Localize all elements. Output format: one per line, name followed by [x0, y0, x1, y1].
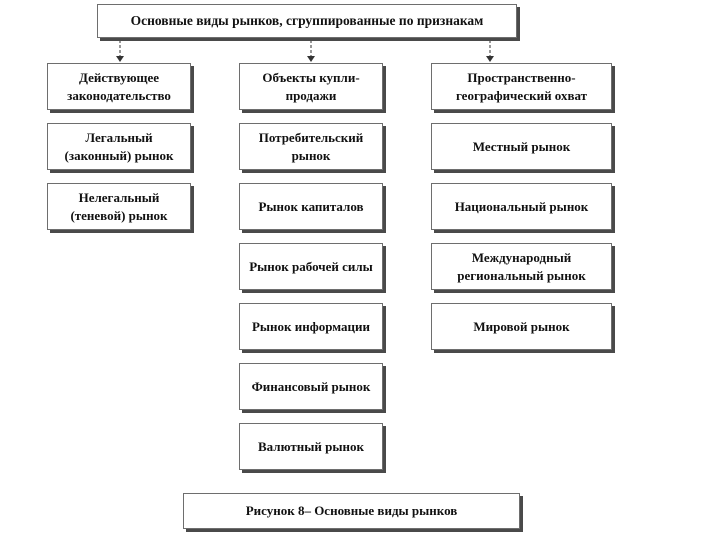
market-box-national: Национальный рынок: [431, 183, 612, 230]
column-header-legislation: Действующее законодательство: [47, 63, 191, 110]
market-box-information: Рынок информации: [239, 303, 383, 350]
market-box-world: Мировой рынок: [431, 303, 612, 350]
market-label: Финансовый рынок: [251, 378, 371, 394]
market-box-legal: Легальный (законный) рынок: [47, 123, 191, 170]
market-label: Международный региональный рынок: [457, 249, 586, 283]
market-box-local: Местный рынок: [431, 123, 612, 170]
figure-caption-text: Рисунок 8– Основные виды рынков: [245, 503, 458, 518]
market-label: Нелегальный (теневой) рынок: [70, 189, 168, 223]
market-box-currency: Валютный рынок: [239, 423, 383, 470]
column-header-text: Объекты купли-продажи: [262, 69, 360, 103]
column-header-text: Пространственно-географический охват: [455, 69, 588, 103]
arrowhead-1: [116, 56, 124, 62]
market-box-financial: Финансовый рынок: [239, 363, 383, 410]
arrowhead-2: [307, 56, 315, 62]
column-header-objects: Объекты купли-продажи: [239, 63, 383, 110]
market-box-consumer: Потребительский рынок: [239, 123, 383, 170]
market-box-illegal: Нелегальный (теневой) рынок: [47, 183, 191, 230]
figure-caption: Рисунок 8– Основные виды рынков: [183, 493, 520, 529]
diagram-title: Основные виды рынков, сгруппированные по…: [97, 4, 517, 38]
market-label: Валютный рынок: [258, 438, 364, 454]
market-label: Рынок рабочей силы: [249, 258, 373, 274]
market-label: Рынок информации: [251, 318, 371, 334]
column-header-text: Действующее законодательство: [67, 69, 171, 103]
market-box-capital: Рынок капиталов: [239, 183, 383, 230]
market-label: Легальный (законный) рынок: [64, 129, 174, 163]
column-header-geography: Пространственно-географический охват: [431, 63, 612, 110]
market-box-international-regional: Международный региональный рынок: [431, 243, 612, 290]
market-label: Мировой рынок: [473, 318, 570, 334]
arrowhead-3: [486, 56, 494, 62]
diagram-title-text: Основные виды рынков, сгруппированные по…: [130, 13, 484, 28]
market-label: Местный рынок: [472, 138, 571, 154]
market-box-labor: Рынок рабочей силы: [239, 243, 383, 290]
market-label: Национальный рынок: [454, 198, 589, 214]
market-label: Потребительский рынок: [258, 129, 364, 163]
market-label: Рынок капиталов: [258, 198, 364, 214]
